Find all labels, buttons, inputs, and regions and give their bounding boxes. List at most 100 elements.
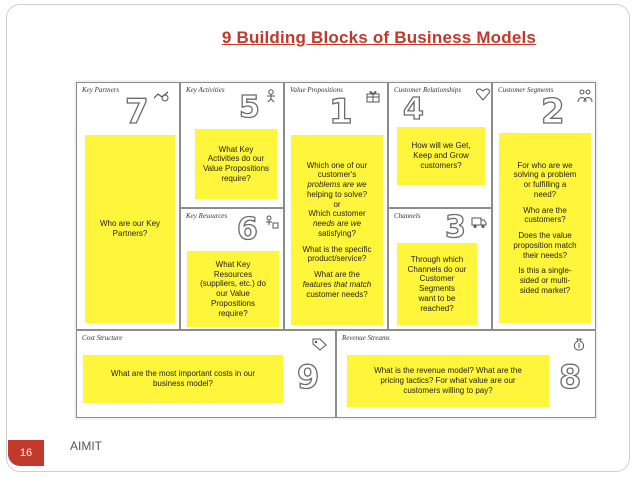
- note-line: require?: [218, 308, 248, 318]
- revenue-streams-number: 8: [558, 358, 582, 396]
- note-line: features that match: [302, 279, 372, 289]
- note-line: (suppliers, etc.) do: [200, 279, 266, 289]
- note-line: require?: [221, 173, 251, 183]
- customer-relationships-number: 4: [402, 92, 424, 127]
- page-number-badge: 16: [8, 440, 44, 466]
- slide-frame: [6, 4, 630, 472]
- value-propositions-number: 1: [328, 92, 353, 132]
- money-bag-icon: [573, 338, 585, 351]
- resources-icon: [266, 215, 279, 229]
- note-line: solving a problem: [513, 170, 577, 180]
- worker-icon: [267, 89, 275, 103]
- note-line: customers?: [524, 215, 566, 225]
- note-line: needs are we: [312, 219, 362, 229]
- handshake-icon: [153, 91, 169, 102]
- customer-relationships-block: Customer Relationships 4 How will we Get…: [388, 82, 492, 208]
- price-tag-icon: [312, 338, 327, 351]
- note-line: customer needs?: [306, 289, 368, 299]
- note-line: Channels do our: [407, 264, 467, 274]
- key-resources-number: 6: [236, 212, 258, 247]
- note-line: Which customer: [308, 209, 366, 219]
- note-line: Segments: [418, 284, 456, 293]
- channels-number: 3: [444, 210, 466, 245]
- note-line: business model?: [152, 379, 214, 388]
- note-line: Propositions: [210, 298, 256, 308]
- slide-title: 9 Building Blocks of Business Models: [221, 28, 537, 47]
- key-partners-number: 7: [124, 92, 149, 132]
- note-line: Value Propositions: [202, 164, 270, 173]
- key-partners-title: Key Partners: [82, 86, 120, 94]
- channels-title: Channels: [394, 212, 421, 220]
- note-line: proposition match: [513, 240, 577, 250]
- people-icon: [577, 89, 593, 103]
- revenue-streams-block: Revenue Streams 8 What is the revenue mo…: [336, 330, 596, 418]
- key-activities-number: 5: [238, 90, 260, 125]
- note-line: pricing tactics? For what value are our: [380, 376, 516, 386]
- key-activities-title: Key Activities: [186, 86, 225, 94]
- heart-icon: [476, 88, 490, 101]
- note-line: Through which: [410, 254, 464, 264]
- note-line: customers willing to pay?: [403, 385, 493, 395]
- gift-icon: [366, 91, 380, 103]
- note-line: or fulfilling a: [523, 180, 567, 189]
- note-line: What Key: [215, 259, 251, 269]
- customer-segments-title: Customer Segments: [498, 86, 554, 94]
- note-line: reached?: [420, 303, 454, 313]
- note-line: Who are the: [523, 205, 567, 215]
- note-line: Is this a single-: [518, 266, 572, 276]
- note-line: Does the value: [518, 231, 572, 240]
- note-line: Partners?: [112, 229, 148, 238]
- note-line: What is the specific: [302, 244, 372, 254]
- note-line: sided or multi-: [519, 276, 571, 285]
- note-line: Keep and Grow: [413, 151, 469, 161]
- cost-structure-note: What are the most important costs in our…: [83, 355, 283, 403]
- footer-label: AIMIT: [70, 439, 102, 453]
- note-line: customers?: [420, 160, 462, 170]
- note-line: need?: [533, 189, 557, 199]
- note-line: satisfying?: [318, 228, 356, 238]
- cost-structure-block: Cost Structure 9 What are the most impor…: [76, 330, 336, 418]
- value-propositions-title: Value Propositions: [290, 86, 343, 94]
- key-resources-title: Key Resources: [186, 212, 228, 220]
- revenue-streams-title: Revenue Streams: [342, 334, 390, 342]
- note-line: Activities do our: [207, 154, 265, 164]
- note-line: our Value: [216, 289, 250, 298]
- note-line: want to be: [418, 293, 456, 303]
- note-line: For who are we: [517, 160, 573, 170]
- note-line: or: [333, 199, 341, 209]
- note-line: helping to solve?: [306, 189, 368, 199]
- note-line: Customer: [419, 274, 455, 284]
- note-line: customer's: [317, 170, 357, 180]
- note-line: How will we Get,: [411, 141, 471, 151]
- note-line: problems are we: [307, 180, 367, 190]
- note-line: their needs?: [522, 250, 568, 260]
- note-line: sided market?: [519, 285, 571, 295]
- customer-relationships-title: Customer Relationships: [394, 86, 462, 94]
- cost-structure-number: 9: [296, 358, 320, 396]
- note-line: What are the: [314, 270, 360, 280]
- customer-segments-number: 2: [540, 92, 565, 132]
- note-line: What Key: [218, 144, 254, 154]
- note-line: What is the revenue model? What are the: [374, 366, 522, 376]
- truck-icon: [471, 217, 487, 228]
- note-line: Which one of our: [306, 160, 368, 170]
- note-line: product/service?: [307, 254, 367, 264]
- note-line: Resources: [213, 269, 253, 279]
- note-line: Who are our Key: [99, 219, 161, 229]
- cost-structure-title: Cost Structure: [82, 334, 123, 342]
